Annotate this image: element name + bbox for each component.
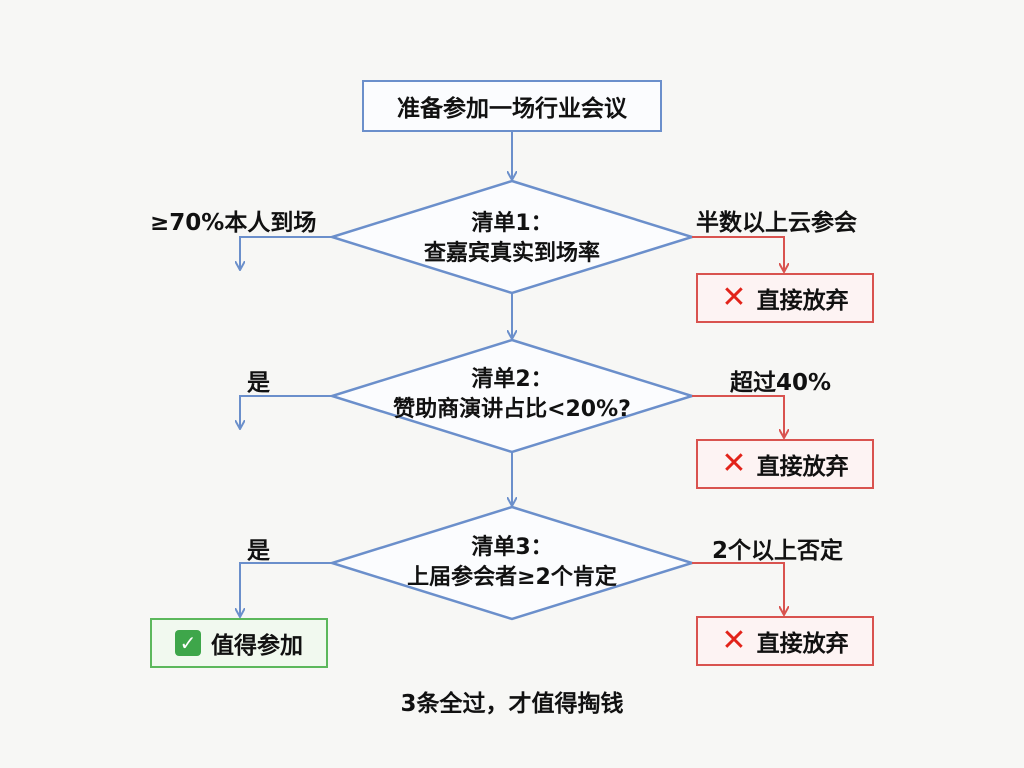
reject-node-1-label: 直接放弃: [756, 288, 849, 314]
decision-3-pass-arrow: [240, 562, 332, 616]
reject-node-2-label: 直接放弃: [756, 454, 849, 480]
decision-2-title: 清单2：: [471, 367, 553, 392]
decision-1-fail-arrow: [692, 236, 784, 271]
reject-node-3: ✕ 直接放弃: [696, 616, 874, 666]
decision-3-text: 清单3： 上届参会者≥2个肯定: [362, 533, 662, 593]
decision-2-text: 清单2： 赞助商演讲占比<20%?: [362, 365, 662, 425]
decision-1-pass-label: ≥70%本人到场: [150, 210, 317, 236]
footer-note: 3条全过，才值得掏钱: [400, 691, 624, 717]
decision-3-diamond: [327, 505, 697, 621]
cross-mark-icon: ✕: [721, 280, 747, 315]
check-mark-icon: ✓: [175, 630, 201, 656]
decision-1-fail-label: 半数以上云参会: [696, 210, 857, 236]
decision-1-text: 清单1： 查嘉宾真实到场率: [362, 209, 662, 269]
decision-1-title: 清单1：: [471, 211, 553, 236]
decision-2-fail-label: 超过40%: [730, 370, 832, 396]
start-node-label: 准备参加一场行业会议: [397, 96, 627, 122]
decision-3-fail-arrow: [692, 562, 784, 614]
accept-node: ✓ 值得参加: [150, 618, 328, 668]
decision-2-fail-arrow: [692, 395, 784, 437]
decision-2-question: 赞助商演讲占比<20%?: [393, 397, 631, 422]
cross-mark-icon: ✕: [721, 623, 747, 658]
decision-3-title: 清单3：: [471, 535, 553, 560]
decision-3-question: 上届参会者≥2个肯定: [407, 565, 617, 590]
decision-2-pass-label: 是: [247, 370, 270, 396]
decision-2-pass-arrow: [240, 395, 332, 428]
accept-node-label: 值得参加: [211, 633, 303, 659]
reject-node-3-label: 直接放弃: [756, 631, 849, 657]
decision-1-question: 查嘉宾真实到场率: [423, 241, 600, 266]
reject-node-2: ✕ 直接放弃: [696, 439, 874, 489]
decision-1-pass-arrow: [240, 236, 332, 269]
decision-3-pass-label: 是: [247, 538, 270, 564]
decision-3-fail-label: 2个以上否定: [712, 538, 844, 564]
cross-mark-icon: ✕: [721, 446, 747, 481]
reject-node-1: ✕ 直接放弃: [696, 273, 874, 323]
start-node: 准备参加一场行业会议: [362, 80, 662, 132]
